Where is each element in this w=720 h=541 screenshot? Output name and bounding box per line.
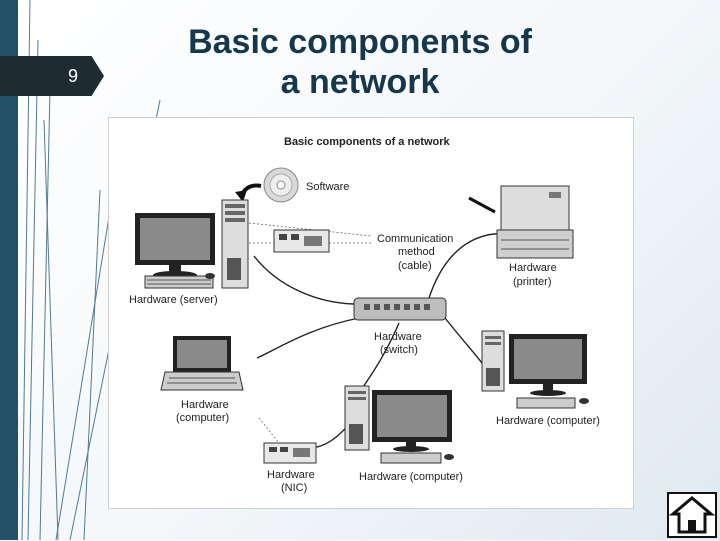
label-nic-line1: Hardware [267, 469, 315, 481]
bottom-keyboard-icon [380, 452, 454, 464]
cable-switch-right-computer [444, 317, 485, 367]
server-keyboard-icon [144, 273, 215, 289]
label-printer-line2: (printer) [513, 276, 552, 288]
left-accent-bar [0, 0, 18, 540]
slide-title: Basic components of a network [150, 22, 570, 102]
cable-switch-laptop [256, 317, 360, 359]
right-monitor-icon [509, 334, 587, 396]
label-server: Hardware (server) [129, 294, 218, 306]
label-comm-line3: (cable) [398, 260, 432, 272]
server-monitor-icon [135, 213, 215, 279]
software-arrowhead [235, 190, 247, 202]
bottom-monitor-icon [372, 390, 452, 452]
home-icon [668, 496, 716, 534]
label-comm-line2: method [398, 246, 435, 258]
laptop-icon [160, 336, 244, 391]
software-disc-icon [263, 167, 299, 203]
label-software: Software [306, 181, 349, 193]
home-button[interactable] [667, 492, 717, 538]
cable-server-switch [253, 255, 355, 305]
slide-title-line1: Basic components of [188, 23, 532, 61]
slide-title-line2: a network [280, 63, 440, 101]
label-switch-line2: (switch) [380, 344, 418, 356]
right-keyboard-icon [516, 397, 589, 409]
slide-number: 9 [0, 56, 104, 96]
right-tower-icon [481, 330, 505, 392]
switch-icon [353, 297, 447, 321]
label-nic-line2: (NIC) [281, 482, 307, 494]
bottom-tower-icon [344, 385, 370, 451]
printer-icon [496, 185, 574, 259]
label-printer-line1: Hardware [509, 262, 557, 274]
server-nic-card-icon [273, 229, 330, 253]
label-right-computer: Hardware (computer) [496, 415, 600, 427]
label-laptop-line1: Hardware [181, 399, 229, 411]
network-diagram: Basic components of a network [108, 117, 634, 509]
printer-arrow-icon [468, 196, 496, 214]
label-laptop-line2: (computer) [176, 412, 229, 424]
label-bottom-computer: Hardware (computer) [359, 471, 463, 483]
nic-card-icon [263, 442, 317, 464]
network-diagram-svg: Basic components of a network [129, 136, 600, 494]
label-comm-line1: Communication [377, 233, 453, 245]
diagram-heading: Basic components of a network [284, 136, 451, 148]
label-switch-line1: Hardware [374, 331, 422, 343]
server-tower-icon [221, 199, 249, 289]
